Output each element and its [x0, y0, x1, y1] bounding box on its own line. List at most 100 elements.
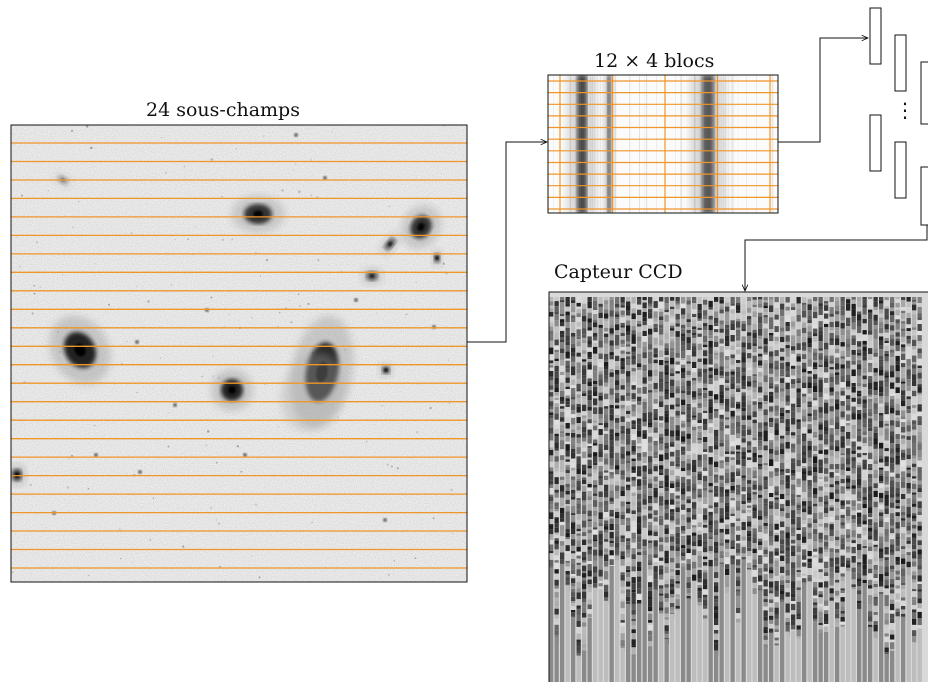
ccd-pixel-band	[626, 422, 630, 429]
ccd-pixel-band	[610, 336, 614, 341]
ccd-pixel-band	[786, 383, 790, 390]
ccd-pixel-band	[610, 470, 614, 472]
ccd-pixel-band	[885, 306, 889, 309]
ccd-pixel-band	[637, 453, 641, 458]
ccd-pixel-band	[885, 346, 889, 351]
ccd-pixel-band	[879, 314, 883, 318]
ccd-pixel-band	[907, 339, 911, 344]
ccd-pixel-band	[626, 445, 630, 452]
ccd-pixel-band	[648, 370, 652, 377]
ccd-pixel-band	[863, 413, 867, 419]
ccd-pixel-band	[846, 500, 850, 504]
ccd-pixel-band	[571, 414, 575, 418]
ccd-pixel-band	[703, 562, 707, 566]
ccd-pixel-band	[742, 304, 746, 310]
ccd-pixel-band	[753, 383, 757, 388]
ccd-pixel-band	[665, 631, 669, 634]
ccd-pixel-band	[813, 476, 817, 483]
ccd-pixel-band	[791, 610, 795, 614]
ccd-pixel-band	[725, 412, 729, 418]
ccd-pixel-band	[610, 346, 614, 352]
ccd-pixel-band	[819, 450, 823, 454]
ccd-pixel-band	[725, 307, 729, 312]
ccd-pixel-band	[830, 522, 834, 524]
ccd-pixel-band	[648, 335, 652, 338]
ccd-pixel-band	[742, 470, 746, 476]
ccd-pixel-band	[813, 325, 817, 329]
ccd-pixel-band	[566, 567, 570, 572]
ccd-pixel-band	[736, 454, 740, 460]
ccd-pixel-band	[753, 492, 757, 495]
ccd-pixel-band	[819, 440, 823, 443]
ccd-pixel-band	[808, 344, 812, 348]
ccd-pixel-band	[720, 329, 724, 333]
ccd-pixel-band	[681, 521, 685, 526]
ccd-pixel-band	[687, 297, 691, 300]
ccd-pixel-band	[819, 397, 823, 403]
ccd-pixel-band	[764, 422, 768, 426]
ccd-pixel-band	[885, 529, 889, 536]
ccd-pixel-band	[791, 556, 795, 562]
ccd-pixel-band	[797, 350, 801, 354]
ccd-pixel-band	[549, 334, 553, 337]
ccd-pixel-band	[813, 555, 817, 557]
ccd-pixel-band	[786, 463, 790, 469]
ccd-pixel-band	[808, 476, 812, 480]
ccd-pixel-band	[736, 313, 740, 319]
ccd-pixel-band	[659, 566, 663, 569]
ccd-pixel-band	[791, 615, 795, 621]
ccd-pixel-band	[742, 547, 746, 553]
ccd-pixel-band	[698, 337, 702, 344]
ccd-pixel-band	[632, 429, 636, 434]
ccd-pixel-band	[621, 559, 625, 566]
ccd-pixel-band	[593, 378, 597, 381]
ccd-pixel-band	[780, 561, 784, 567]
ccd-pixel-band	[758, 539, 762, 542]
ccd-pixel-band	[824, 535, 828, 540]
ccd-pixel-band	[879, 404, 883, 408]
ccd-pixel-band	[632, 571, 636, 577]
ccd-pixel-band	[769, 357, 773, 363]
ccd-pixel-band	[736, 506, 740, 510]
ccd-pixel-band	[582, 540, 586, 546]
ccd-pixel-band	[692, 398, 696, 400]
ccd-pixel-band	[698, 377, 702, 381]
ccd-pixel-band	[588, 564, 592, 570]
ccd-pixel-band	[758, 393, 762, 396]
faint-star	[218, 523, 220, 525]
ccd-pixel-band	[901, 598, 905, 601]
ccd-pixel-band	[604, 406, 608, 409]
ccd-pixel-band	[610, 504, 614, 510]
ccd-pixel-band	[879, 300, 883, 303]
ccd-pixel-band	[665, 416, 669, 422]
ccd-pixel-band	[764, 306, 768, 308]
ccd-pixel-band	[868, 313, 872, 320]
ccd-pixel-band	[863, 554, 867, 561]
ccd-pixel-band	[582, 521, 586, 528]
ccd-pixel-band	[670, 414, 674, 417]
ccd-pixel-band	[841, 302, 845, 306]
ccd-pixel-band	[725, 540, 729, 543]
ccd-pixel-band	[714, 418, 718, 424]
ccd-pixel-band	[791, 439, 795, 444]
ccd-pixel-band	[582, 478, 586, 480]
ccd-pixel-band	[626, 545, 630, 550]
ccd-pixel-band	[808, 441, 812, 446]
ccd-pixel-band	[626, 438, 630, 445]
ccd-pixel-band	[555, 493, 559, 498]
ccd-pixel-band	[703, 430, 707, 434]
ccd-pixel-band	[654, 431, 658, 433]
ccd-pixel-band	[797, 378, 801, 380]
ccd-pixel-band	[868, 532, 872, 536]
ccd-pixel-band	[808, 326, 812, 332]
ccd-pixel-band	[698, 310, 702, 313]
ccd-pixel-band	[780, 594, 784, 600]
ccd-pixel-band	[654, 515, 658, 517]
ccd-pixel-band	[786, 348, 790, 351]
ccd-pixel-band	[692, 499, 696, 502]
ccd-pixel-band	[681, 483, 685, 489]
ccd-pixel-band	[846, 361, 850, 365]
ccd-pixel-band	[725, 321, 729, 325]
ccd-pixel-band	[896, 533, 900, 537]
ccd-pixel-band	[632, 539, 636, 543]
